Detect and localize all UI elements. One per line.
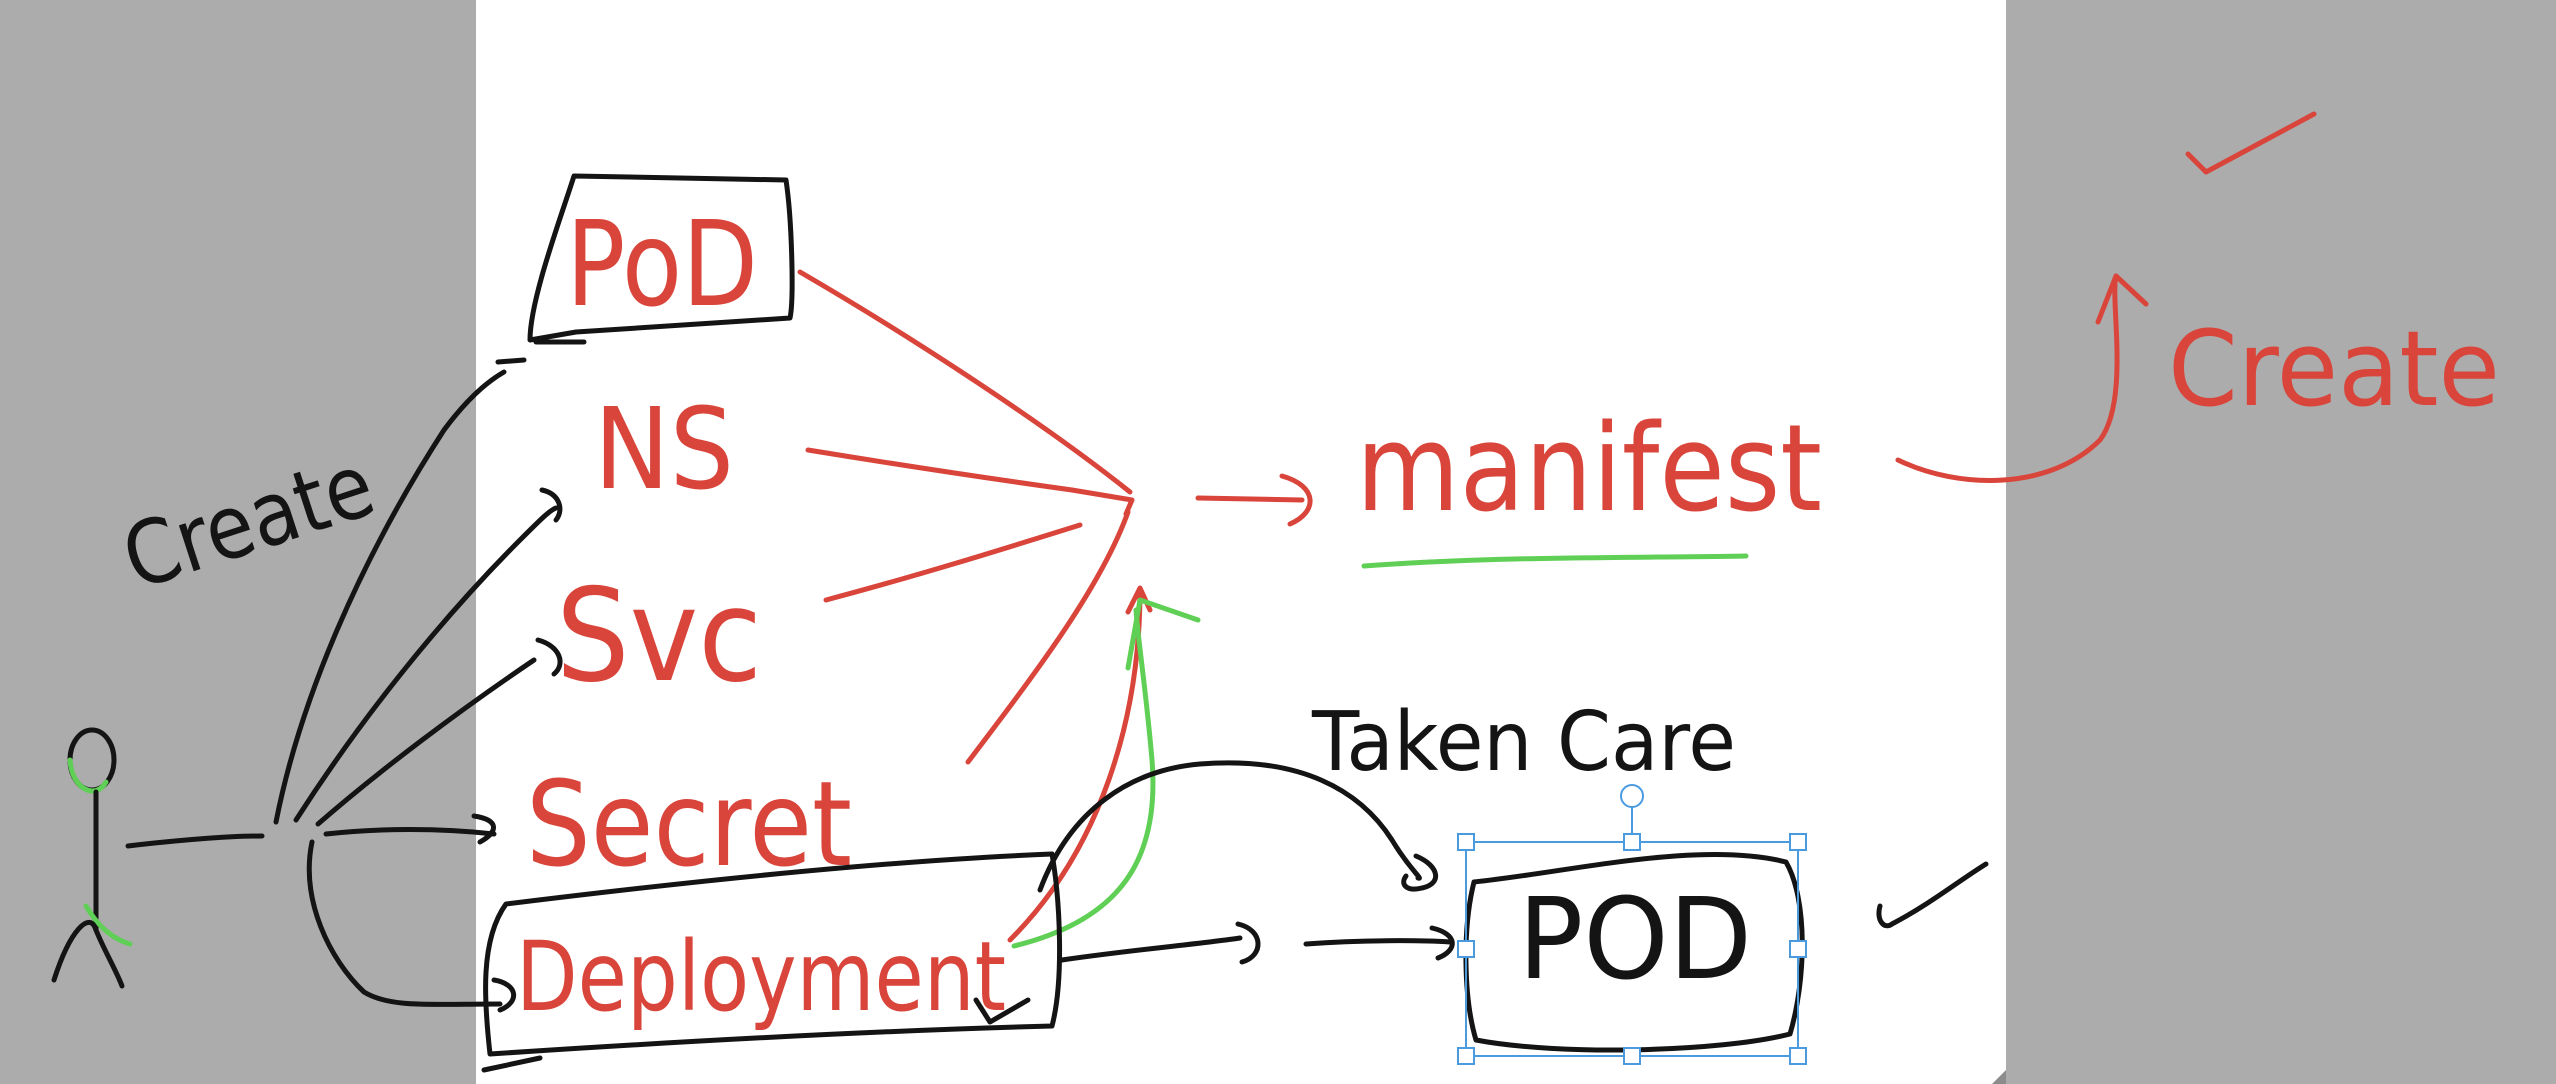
page-corner [1992, 1070, 2006, 1084]
line-svc-to-junction [823, 522, 1083, 603]
label-create-right: Create [2168, 308, 2500, 430]
resize-handle-left[interactable] [1457, 940, 1475, 958]
label-pod-top: PoD [566, 195, 758, 333]
resize-handle-top-left[interactable] [1457, 833, 1475, 851]
resize-handle-bottom-left[interactable] [1457, 1047, 1475, 1065]
line-ns-to-junction [805, 447, 1075, 493]
checkmark-icon [2185, 111, 2317, 175]
line-pod-to-junction [797, 269, 1133, 495]
arrow-taken-care [1037, 760, 1439, 893]
resize-handle-bottom-right[interactable] [1789, 1047, 1807, 1065]
resize-handle-top-right[interactable] [1789, 833, 1807, 851]
manifest-underline [1361, 553, 1749, 569]
selection-box[interactable] [1457, 784, 1807, 1065]
green-arrow-deployment-to-junction [1011, 597, 1201, 949]
user-create-links [125, 357, 563, 1013]
rotate-handle-icon[interactable] [1620, 784, 1644, 808]
resize-handle-right[interactable] [1789, 940, 1807, 958]
label-create-left: Create [111, 433, 386, 610]
arrow-to-manifest [1195, 473, 1313, 527]
checkmark-icon [1876, 861, 1989, 929]
arrow-deployment-to-pod [1059, 921, 1455, 965]
box-deployment [483, 851, 1063, 1057]
stick-figure-icon [51, 727, 133, 989]
line-secret-to-junction [965, 509, 1131, 765]
label-taken-care: Taken Care [1311, 695, 1736, 790]
arrow-manifest-to-create [1895, 273, 2149, 483]
label-ns: NS [594, 385, 734, 515]
checkmark-icon [973, 997, 1031, 1025]
box-pod-bottom [1463, 851, 1805, 1053]
resize-handle-top[interactable] [1623, 833, 1641, 851]
resize-handle-bottom[interactable] [1623, 1047, 1641, 1065]
box-pod-top [527, 173, 795, 343]
label-deployment: Deployment [516, 921, 1006, 1033]
label-manifest: manifest [1356, 400, 1822, 539]
label-pod-bottom: POD [1518, 875, 1752, 1005]
label-svc: Svc [556, 562, 762, 711]
junction-point [1069, 487, 1135, 517]
